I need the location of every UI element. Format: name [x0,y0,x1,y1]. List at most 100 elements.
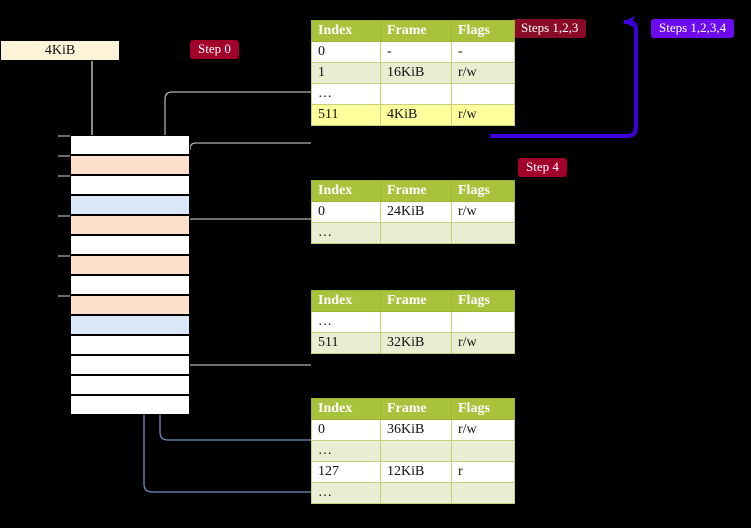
wire-t1r0-to-mem [181,218,311,256]
cell-index: … [311,83,381,105]
memory-frame-row [70,255,190,275]
cell-flags [451,440,515,462]
cell-index: … [311,222,381,244]
cell-flags [451,222,515,244]
memory-frame-row [70,275,190,295]
cell-index: 0 [311,419,381,441]
memory-frame-row [70,295,190,315]
cell-frame: 32KiB [380,332,452,354]
cell-flags [451,482,515,504]
memory-frame-row [70,195,190,215]
badge-steps-1234: Steps 1,2,3,4 [651,19,735,38]
column-header-frame: Frame [380,20,452,42]
memory-frame-row [70,315,190,335]
memory-frame-row [70,355,190,375]
column-header-frame: Frame [380,290,452,312]
badge-step-4: Step 4 [518,158,567,177]
column-header-frame: Frame [380,398,452,420]
badge-step-0-label: Step 0 [198,41,231,56]
column-header-flags: Flags [451,290,515,312]
cell-frame: 36KiB [380,419,452,441]
cell-flags: r/w [451,104,515,126]
badge-steps-1234-label: Steps 1,2,3,4 [659,20,727,35]
table-row: … [311,311,515,333]
column-header-flags: Flags [451,20,515,42]
memory-frame-row [70,375,190,395]
cell-flags: r/w [451,201,515,223]
cell-frame [380,440,452,462]
memory-frame-row [70,335,190,355]
cell-frame [380,83,452,105]
cell-flags: r/w [451,62,515,84]
table-row: … [311,83,515,105]
memory-row-tick [58,255,70,257]
memory-frame-row [70,155,190,175]
cell-index: 0 [311,41,381,63]
cell-frame: 24KiB [380,201,452,223]
cell-index: 1 [311,62,381,84]
cell-flags: - [451,41,515,63]
column-header-index: Index [311,290,381,312]
cell-index: … [311,311,381,333]
cell-frame [380,482,452,504]
memory-row-tick [58,155,70,157]
badge-step-4-label: Step 4 [526,159,559,174]
wire-t0r511-to-mem [177,142,311,162]
memory-row-tick [58,175,70,177]
cell-flags: r [451,461,515,483]
table-row: … [311,222,515,244]
badge-step-0: Step 0 [190,40,239,59]
cell-frame [380,311,452,333]
cell-flags [451,83,515,105]
column-header-flags: Flags [451,398,515,420]
cell-frame [380,222,452,244]
cell-flags: r/w [451,332,515,354]
badge-steps-123-label: Steps 1,2,3 [521,20,579,35]
memory-frame-row [70,175,190,195]
column-header-index: Index [311,20,381,42]
table-row: … [311,440,515,462]
cell-index: … [311,440,381,462]
memory-column [58,135,190,415]
memory-row-tick [58,135,70,137]
memory-frame-row [70,135,190,155]
wire-t2r511-to-mem [172,308,311,366]
cell-index: 511 [311,332,381,354]
cell-index: 511 [311,104,381,126]
memory-frame-row [70,215,190,235]
memory-frame-row [70,235,190,255]
cell-flags: r/w [451,419,515,441]
column-header-frame: Frame [380,180,452,202]
badge-steps-123: Steps 1,2,3 [513,19,587,38]
table-row: 0-- [311,41,515,63]
column-header-flags: Flags [451,180,515,202]
cell-index: … [311,482,381,504]
column-header-index: Index [311,398,381,420]
cell-flags [451,311,515,333]
cell-index: 127 [311,461,381,483]
memory-row-tick [58,215,70,217]
memory-frame-row [70,395,190,415]
table-row: … [311,482,515,504]
memory-size-box: 4KiB [0,40,120,61]
cell-frame: 12KiB [380,461,452,483]
cell-frame: 4KiB [380,104,452,126]
column-header-index: Index [311,180,381,202]
cell-frame: 16KiB [380,62,452,84]
memory-row-tick [58,295,70,297]
memory-size-label: 4KiB [44,42,76,58]
